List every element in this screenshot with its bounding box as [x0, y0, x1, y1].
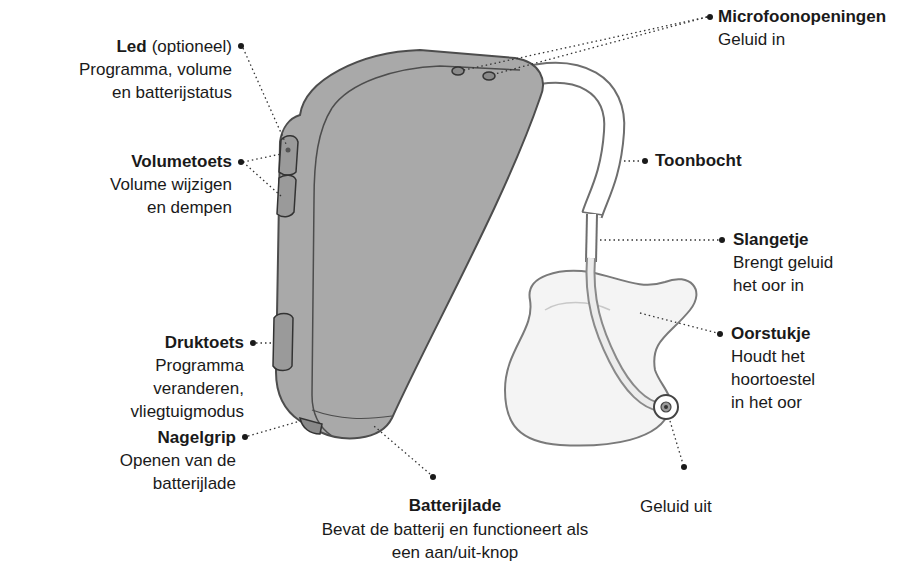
part-name: Batterijlade — [409, 494, 502, 517]
leader-line — [670, 421, 683, 464]
part-name: Nagelgrip — [158, 426, 236, 449]
leader-dot — [430, 474, 436, 480]
part-name: Volumetoets — [131, 150, 232, 173]
part-description: Volume wijzigen en dempen — [97, 173, 232, 219]
part-description: Bevat de batterij en functioneert als ee… — [310, 518, 600, 564]
part-name: Slangetje — [733, 228, 809, 251]
leader-line — [256, 342, 274, 343]
leader-line — [374, 426, 430, 474]
volume-button — [277, 175, 296, 217]
part-description: Brengt geluid het oor in — [733, 251, 848, 297]
leader-dot — [250, 340, 256, 346]
hearing-aid-body — [276, 50, 543, 438]
sound-outlet — [661, 402, 671, 412]
ear-mould-shade — [545, 303, 610, 311]
tube-outline — [591, 214, 592, 262]
microphone-opening — [483, 72, 495, 80]
leader-line — [243, 162, 281, 196]
part-name: Led — [116, 35, 146, 58]
leader-line — [248, 420, 304, 436]
volume-button — [279, 136, 298, 175]
leader-line — [464, 17, 707, 70]
led — [286, 148, 291, 153]
leader-line — [624, 160, 642, 161]
tube-in-mould — [590, 258, 660, 407]
leader-dot — [717, 331, 723, 337]
leader-dots — [238, 14, 725, 480]
leader-dot — [642, 158, 648, 164]
leader-dot — [238, 43, 244, 49]
part-description: Geluid uit — [640, 495, 712, 518]
part-description: Geluid in — [718, 28, 785, 51]
part-description: (optioneel) — [152, 35, 232, 58]
leader-line — [243, 154, 281, 162]
leader-dot — [681, 464, 687, 470]
leader-dot — [238, 159, 244, 165]
leader-dot — [719, 237, 725, 243]
leader-lines — [243, 17, 719, 474]
microphone-opening — [452, 67, 464, 75]
tube-in-mould — [590, 258, 660, 407]
leader-line — [495, 17, 707, 74]
ear-mould — [505, 271, 696, 446]
part-name: Toonbocht — [655, 149, 742, 172]
sound-outlet — [664, 405, 668, 409]
part-description: Openen van de batterijlade — [106, 449, 236, 495]
part-description: Houdt het hoortoestel in het oor — [731, 345, 831, 414]
leader-line — [600, 239, 719, 240]
leader-dot — [707, 14, 713, 20]
part-description: Programma veranderen, vliegtuigmodus — [114, 354, 244, 423]
push-button — [273, 314, 293, 371]
battery-drawer-seam — [312, 410, 392, 418]
nail-grip — [300, 418, 322, 434]
leader-line — [640, 313, 717, 333]
part-name: Druktoets — [165, 331, 244, 354]
body-edge — [332, 66, 520, 108]
sound-outlet — [654, 395, 678, 419]
part-description: Programma, volume en batterijstatus — [72, 58, 232, 104]
tube — [591, 214, 592, 262]
body-edge — [312, 108, 332, 436]
part-name: Oorstukje — [731, 322, 810, 345]
leader-dot — [242, 434, 248, 440]
leader-line — [243, 48, 286, 144]
part-name: Microfoonopeningen — [718, 5, 886, 28]
